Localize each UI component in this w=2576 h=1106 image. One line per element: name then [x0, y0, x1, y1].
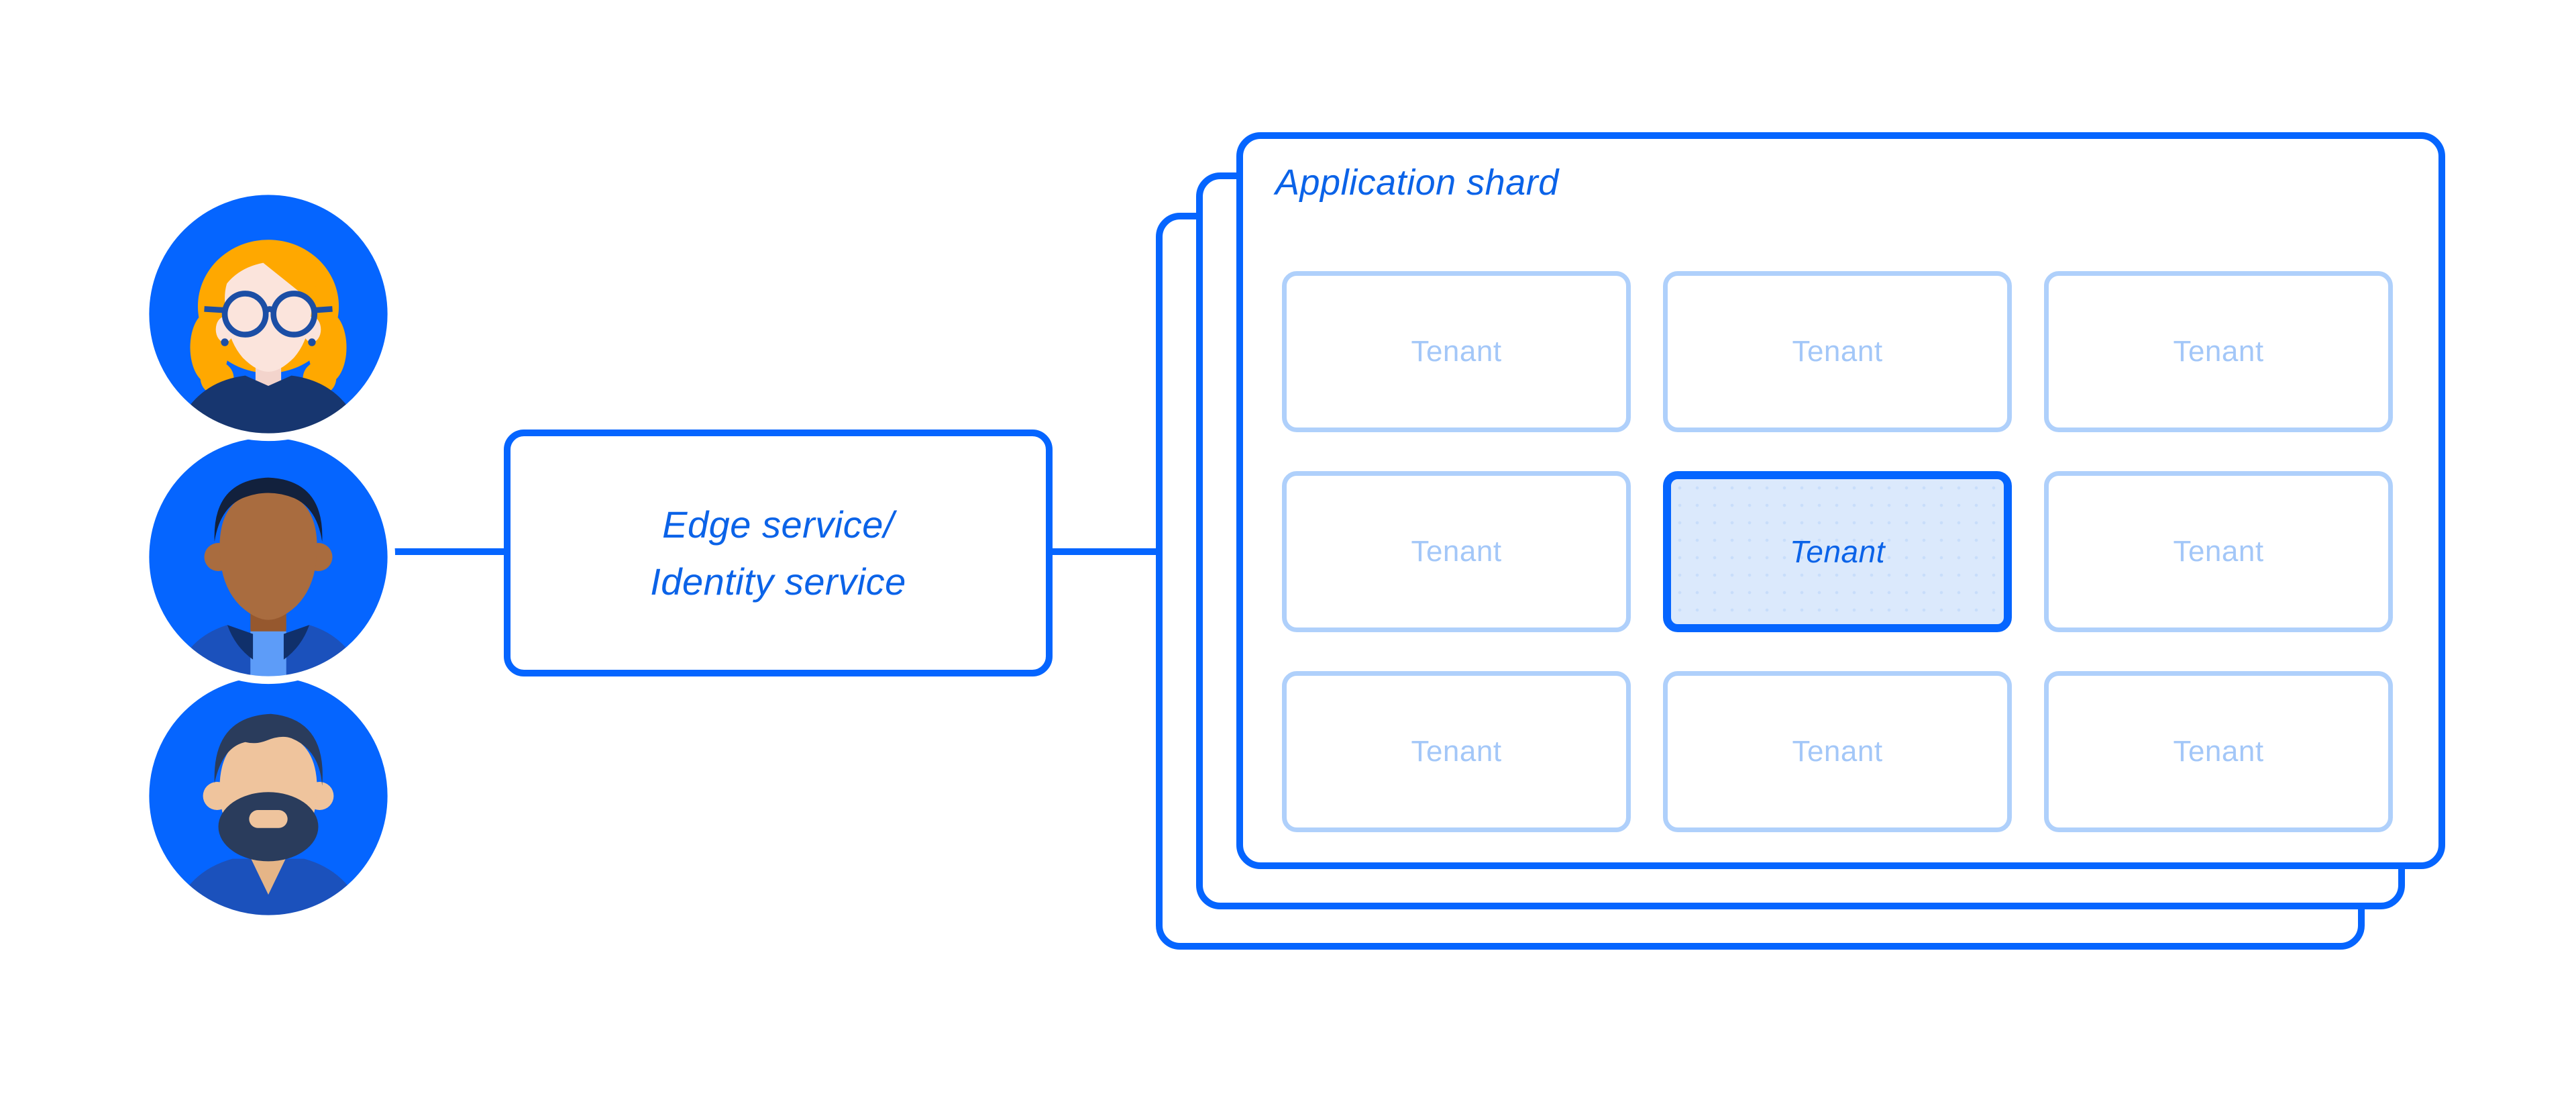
user-avatar-man-with-beard: [140, 668, 396, 924]
tenant-grid: Tenant Tenant Tenant Tenant Tenant Tenan…: [1282, 271, 2393, 832]
tenant-box-selected: Tenant: [1663, 471, 2012, 632]
woman-with-glasses-icon: [141, 187, 396, 442]
man-with-beard-icon: [141, 668, 396, 923]
tenant-box: Tenant: [1282, 271, 1631, 432]
tenant-box: Tenant: [2044, 671, 2393, 832]
tenant-box: Tenant: [2044, 471, 2393, 632]
tenant-box: Tenant: [1282, 471, 1631, 632]
tenant-box: Tenant: [1663, 671, 2012, 832]
edge-service-label-line1: Edge service/: [662, 503, 894, 546]
tenant-box: Tenant: [1282, 671, 1631, 832]
application-shard-title: Application shard: [1275, 162, 1559, 203]
tenant-box: Tenant: [2044, 271, 2393, 432]
man-short-hair-icon: [141, 430, 396, 685]
tenant-box: Tenant: [1663, 271, 2012, 432]
connector-line-edge-to-shard: [1046, 548, 1167, 555]
edge-identity-service-box: Edge service/ Identity service: [504, 430, 1053, 676]
shard-card-front: Application shard Tenant Tenant Tenant T…: [1236, 132, 2445, 869]
user-avatar-man-short-hair: [140, 429, 396, 685]
user-avatar-woman-with-glasses: [140, 186, 396, 442]
connector-line-users-to-edge: [376, 548, 510, 555]
edge-service-label-line2: Identity service: [650, 560, 906, 603]
